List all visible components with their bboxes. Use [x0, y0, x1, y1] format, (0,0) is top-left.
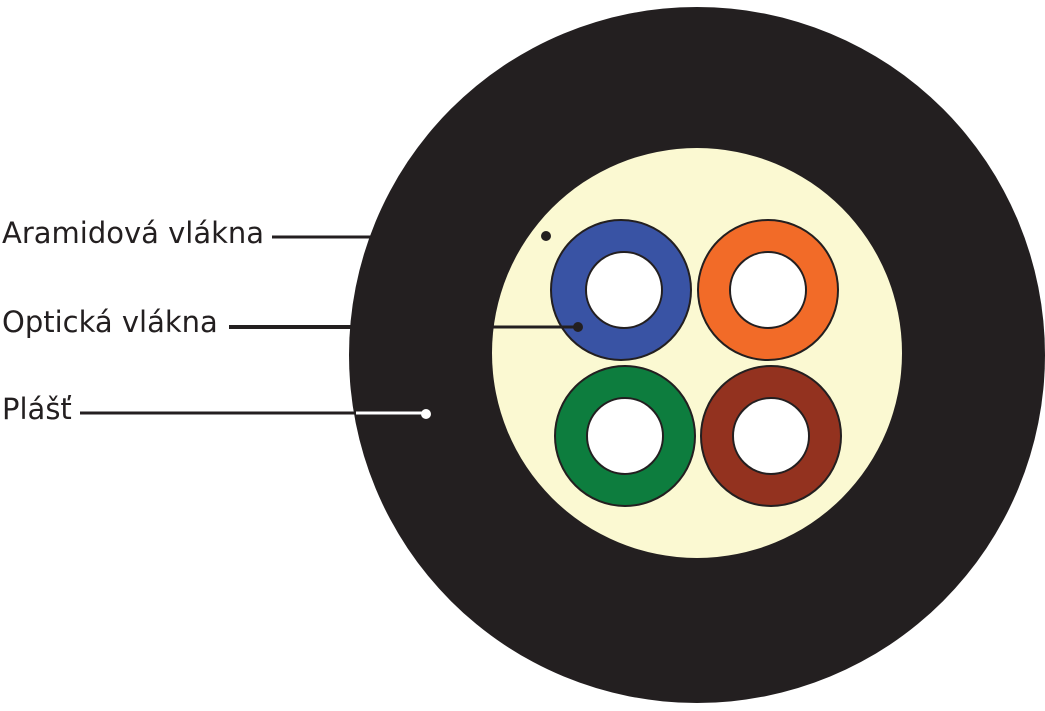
leader-jacket: [80, 409, 431, 419]
fiber-blue: [550, 219, 692, 361]
leader-aramid: [272, 231, 551, 241]
label-optical-fibers: Optická vlákna: [2, 305, 218, 339]
leader-optic: [229, 322, 583, 332]
fiber-orange-core: [729, 251, 807, 329]
fiber-orange: [697, 219, 839, 361]
fiber-brown-core: [732, 397, 810, 475]
leader-aramid-dot: [541, 231, 551, 241]
fiber-brown: [700, 365, 842, 507]
leader-jacket-dot: [421, 409, 431, 419]
fiber-blue-core: [585, 251, 663, 329]
fiber-green: [554, 365, 696, 507]
label-aramid-yarn: Aramidová vlákna: [2, 216, 265, 250]
label-jacket: Plášť: [2, 392, 72, 426]
aramid-yarn-layer: [492, 148, 902, 558]
fiber-green-core: [586, 397, 664, 475]
leader-optic-dot: [573, 322, 583, 332]
